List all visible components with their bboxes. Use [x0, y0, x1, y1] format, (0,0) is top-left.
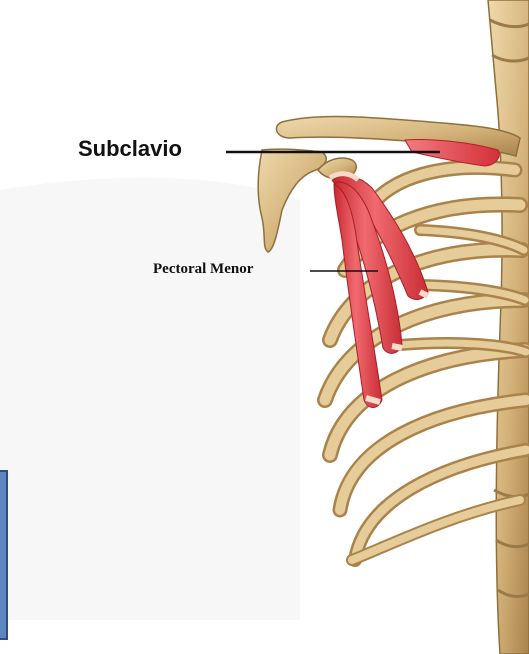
subclavio-label: Subclavio — [78, 138, 182, 160]
side-panel-edge — [0, 470, 8, 640]
background-shadow — [0, 178, 300, 620]
pectoral-menor-label: Pectoral Menor — [153, 262, 253, 277]
spine — [488, 0, 529, 654]
